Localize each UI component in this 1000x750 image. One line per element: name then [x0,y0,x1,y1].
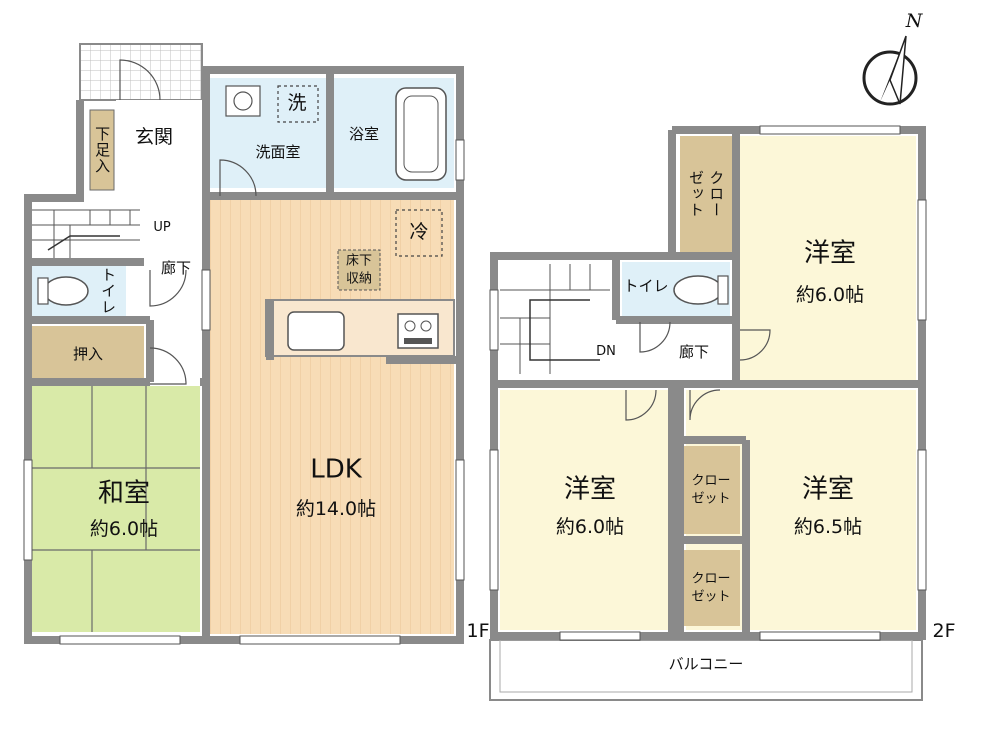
washer-space [277,85,319,123]
stairs-1f [32,204,140,260]
stairs-2f [500,264,610,374]
room-2f-southeast-size: 約6.5帖 [793,516,863,539]
toilet-label-1f: トイレ [99,267,118,315]
room-2f-north [740,136,916,380]
japanese-room [32,386,200,632]
floor1-label: 1F [466,620,490,643]
closet-2f-middle [684,446,740,534]
walls-2f [490,126,926,640]
room-2f-southwest [500,390,668,630]
compass-rose [862,35,918,106]
japanese-room-size: 約6.0帖 [89,518,159,541]
stairs-down-label: DN [596,344,616,360]
bathroom-label: 浴室 [348,124,380,143]
floor1-plan [23,43,465,645]
room-2f-southeast-name: 洋室 [801,474,855,505]
compass-north-label: N [905,10,923,33]
room-2f-southwest-size: 約6.0帖 [555,516,625,539]
stairs-arrow-2f [529,299,600,361]
room-2f-north-size: 約6.0帖 [795,284,865,307]
closet-label-1f: 押入 [72,344,104,363]
porch [79,43,203,101]
floor2-label: 2F [932,620,956,643]
balcony-label: バルコニー [668,654,744,673]
sink [287,311,345,351]
windows-2f [489,125,927,641]
tatami-lines [32,386,200,632]
balcony [489,639,923,701]
entrance-label: 玄関 [134,126,174,149]
room-2f-southwest-name: 洋室 [563,474,617,505]
closet-2f-north-label: クロー ゼット [687,170,726,218]
toilet-label-2f: トイレ [623,276,669,295]
closet-2f-north [680,136,734,252]
underfloor-storage [337,249,381,291]
toilet-bowl-2f [673,275,723,305]
doors-2f [625,321,771,421]
fridge-space [395,209,443,257]
hallway-label-1f: 廊下 [160,258,192,277]
closet-2f-middle-label: クロー ゼット [691,473,731,506]
doors-1f [119,59,257,385]
japanese-room-name: 和室 [97,478,151,509]
windows-1f [23,139,465,645]
closet-2f-south [684,550,740,626]
stairs-arrow [47,235,120,251]
washroom-label: 洗面室 [255,142,301,161]
ldk-size: 約14.0帖 [295,498,377,521]
closet-2f-south-label: クロー ゼット [691,571,731,604]
shoe-storage [89,109,115,191]
floor2-plan [489,125,927,701]
underfloor-storage-label: 床下 収納 [345,253,373,286]
room-2f-north-name: 洋室 [803,238,857,269]
closet-oshiire [32,326,144,378]
toilet-bowl [43,276,89,306]
washer-label: 洗 [287,92,307,115]
washbasin [225,85,261,117]
bathtub [395,87,447,181]
ldk-floor [210,200,454,634]
ldk-name: LDK [310,454,362,485]
hallway-label-2f: 廊下 [678,342,710,361]
shoe-storage-label: 下足入 [93,126,112,174]
stairs-up-label: UP [153,220,171,236]
fridge-label: 冷 [409,221,429,244]
entrance-area [116,100,202,170]
